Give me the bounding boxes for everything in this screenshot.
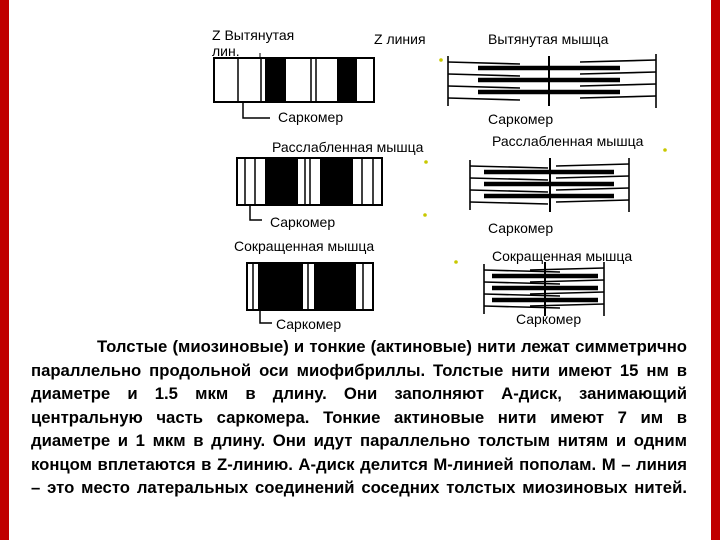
relaxed-muscle-left-label: Расслабленная мышца xyxy=(272,139,424,155)
z-stretched-label: Z Вытянутая лин. xyxy=(212,27,295,59)
relaxed-sarcomere-schematic xyxy=(236,157,383,221)
accent-dots xyxy=(423,58,667,264)
z-line-label: Z линия xyxy=(374,31,426,47)
body-paragraph-text: Толстые (миозиновые) и тонкие (актиновые… xyxy=(31,337,687,497)
relaxed-muscle-right-label: Расслабленная мышца xyxy=(492,133,644,149)
stretched-sarcomere-schematic xyxy=(213,53,375,119)
stretched-muscle-label: Вытянутая мышца xyxy=(488,31,609,47)
left-red-border xyxy=(0,0,9,540)
sarcomere-contracted-right-label: Саркомер xyxy=(516,311,582,327)
relaxed-filament-diagram xyxy=(469,158,630,212)
stretched-filament-diagram xyxy=(447,54,657,108)
contracted-filament-diagram xyxy=(483,262,605,316)
contracted-muscle-right-label: Сокращенная мышца xyxy=(492,248,633,264)
sarcomere-stretched-left-label: Саркомер xyxy=(278,109,344,125)
sarcomere-relaxed-right-label: Саркомер xyxy=(488,220,554,236)
sarcomere-contracted-left-label: Саркомер xyxy=(276,316,342,332)
right-red-border xyxy=(711,0,720,540)
sarcomere-relaxed-left-label: Саркомер xyxy=(270,214,336,230)
body-paragraph: Толстые (миозиновые) и тонкие (актиновые… xyxy=(31,335,687,540)
sarcomere-stretched-right-label: Саркомер xyxy=(488,111,554,127)
contracted-sarcomere-schematic xyxy=(246,262,374,324)
contracted-muscle-left-label: Сокращенная мышца xyxy=(234,238,375,254)
